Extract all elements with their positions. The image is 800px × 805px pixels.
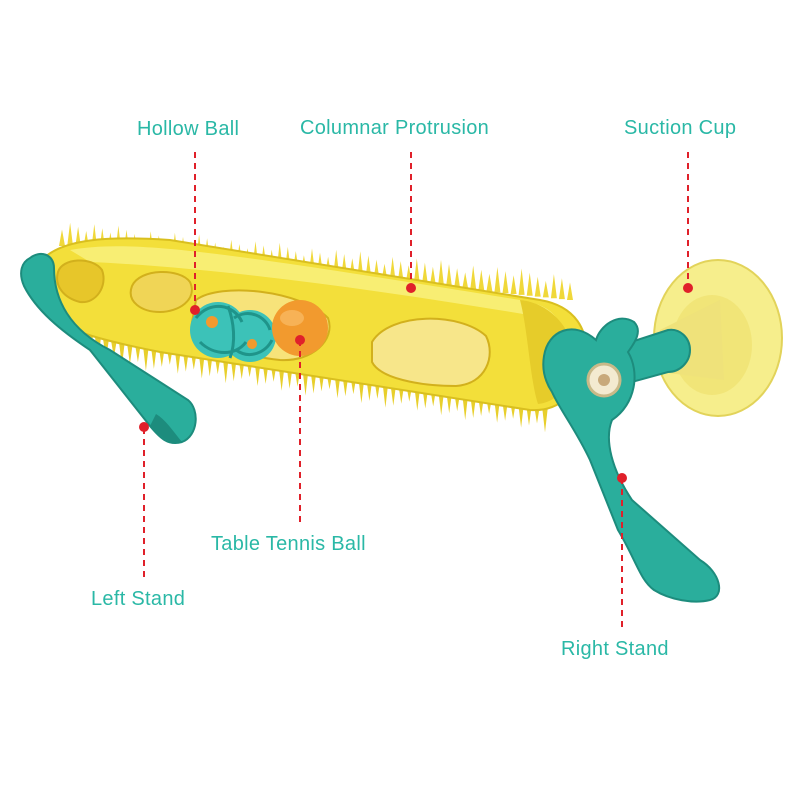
marker-table-tennis-ball — [295, 335, 305, 345]
table-tennis-ball — [272, 300, 328, 356]
hollow-ball — [190, 302, 276, 362]
marker-dots — [139, 283, 693, 483]
marker-suction-cup — [683, 283, 693, 293]
label-left-stand: Left Stand — [91, 588, 186, 610]
label-suction-cup: Suction Cup — [624, 117, 737, 139]
marker-columnar-protrusion — [406, 283, 416, 293]
columnar-protrusion-spikes-top — [59, 222, 573, 300]
label-columnar-protrusion: Columnar Protrusion — [300, 117, 490, 139]
label-table-tennis-ball: Table Tennis Ball — [211, 533, 366, 555]
marker-right-stand — [617, 473, 627, 483]
label-right-stand: Right Stand — [561, 638, 669, 660]
columnar-protrusion-spikes-bottom — [87, 336, 548, 433]
label-hollow-ball: Hollow Ball — [137, 118, 240, 140]
left-stand — [20, 252, 197, 444]
marker-hollow-ball — [190, 305, 200, 315]
right-stand — [542, 317, 720, 603]
marker-left-stand — [139, 422, 149, 432]
leader-lines — [143, 152, 689, 630]
